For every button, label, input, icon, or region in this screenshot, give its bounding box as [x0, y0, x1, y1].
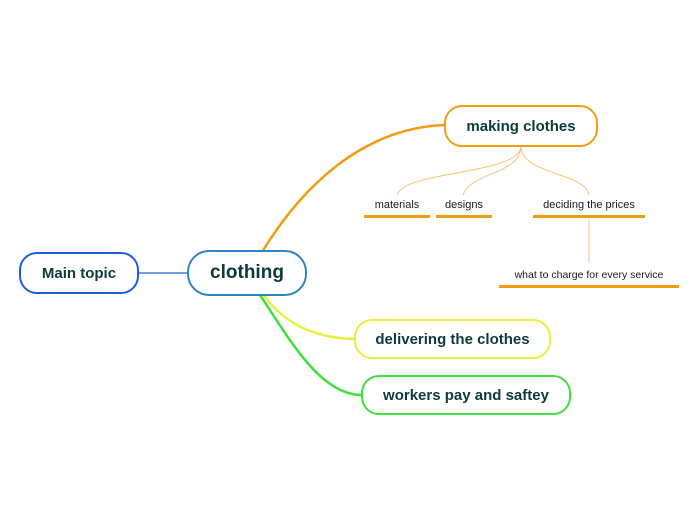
subtopic-what-to-charge[interactable]: what to charge for every service [499, 269, 679, 288]
floating-topic-main[interactable]: Main topic [19, 252, 139, 294]
branch-making-clothes[interactable]: making clothes [444, 105, 598, 147]
link-materials [396, 145, 522, 196]
link-making-clothes [260, 123, 446, 253]
link-designs [462, 145, 522, 196]
subtopic-designs[interactable]: designs [436, 199, 492, 218]
link-deciding-prices [520, 145, 590, 196]
branch-workers-pay-and-saftey[interactable]: workers pay and saftey [361, 375, 571, 415]
branch-delivering-the-clothes[interactable]: delivering the clothes [354, 319, 551, 359]
subtopic-deciding-the-prices[interactable]: deciding the prices [533, 199, 645, 218]
subtopic-materials[interactable]: materials [364, 199, 430, 218]
central-topic-clothing[interactable]: clothing [187, 250, 307, 296]
link-delivering [260, 291, 356, 341]
link-workers [256, 291, 363, 397]
